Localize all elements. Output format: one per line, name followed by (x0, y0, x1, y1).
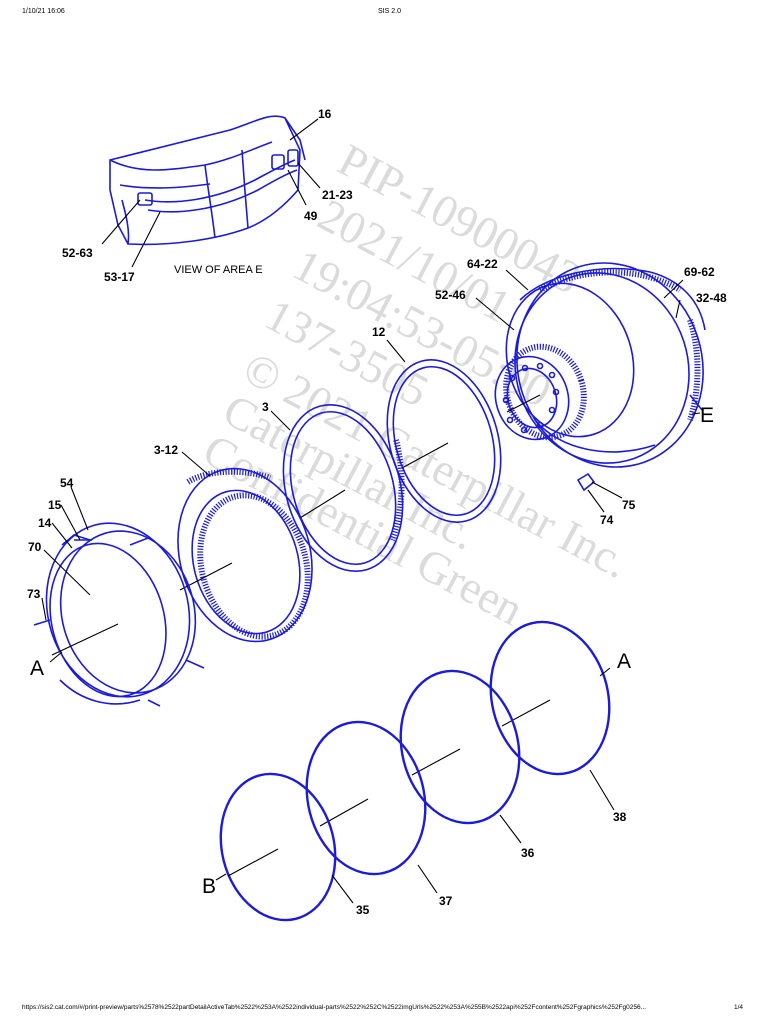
detail-view-area-e: VIEW OF AREA E (109, 115, 306, 276)
view-caption: VIEW OF AREA E (174, 264, 263, 276)
watermark: PIP-10900043 2021/10/01 19:04:53-05:00 1… (195, 134, 637, 635)
callout-letters: A A B E (30, 404, 714, 898)
label-70: 70 (28, 540, 42, 554)
footer-url: https://sis2.cat.com/#/print-preview/par… (22, 1004, 647, 1011)
ring-38 (489, 620, 611, 776)
label-15: 15 (48, 498, 62, 512)
print-title: SIS 2.0 (378, 8, 401, 15)
label-49: 49 (304, 209, 318, 223)
label-69-62: 69-62 (684, 265, 715, 279)
housing-assembly (494, 262, 706, 492)
label-16: 16 (318, 107, 332, 121)
label-74: 74 (600, 513, 614, 527)
callout-b: B (202, 875, 216, 898)
label-75: 75 (622, 498, 636, 512)
label-37: 37 (439, 894, 453, 908)
label-21-23: 21-23 (322, 188, 353, 202)
callout-a-right: A (617, 650, 631, 673)
label-3: 3 (262, 400, 269, 414)
label-73: 73 (27, 587, 41, 601)
label-32-48: 32-48 (696, 291, 727, 305)
label-64-22: 64-22 (467, 257, 498, 271)
print-date: 1/10/21 16:06 (22, 8, 65, 15)
label-14: 14 (38, 516, 52, 530)
callout-a-left: A (30, 657, 44, 680)
label-35: 35 (356, 903, 370, 917)
label-38: 38 (613, 810, 627, 824)
label-3-12: 3-12 (154, 443, 178, 457)
housing-ring-a (33, 522, 205, 707)
label-52-63: 52-63 (62, 246, 93, 260)
ring-3 (282, 403, 405, 573)
label-52-46: 52-46 (435, 288, 466, 302)
label-36: 36 (521, 846, 535, 860)
part-labels: 16 21-23 49 52-63 53-17 64-22 69-62 52-4… (27, 107, 727, 917)
page-number: 1/4 (734, 1004, 744, 1011)
label-53-17: 53-17 (104, 270, 135, 284)
ring-36 (399, 669, 521, 825)
callout-e: E (700, 404, 714, 427)
label-54: 54 (60, 476, 74, 490)
ring-35 (219, 772, 337, 922)
gear-ring-3-12 (177, 467, 313, 643)
label-12: 12 (372, 325, 386, 339)
leader-lines (41, 118, 701, 904)
ring-37 (305, 720, 427, 876)
